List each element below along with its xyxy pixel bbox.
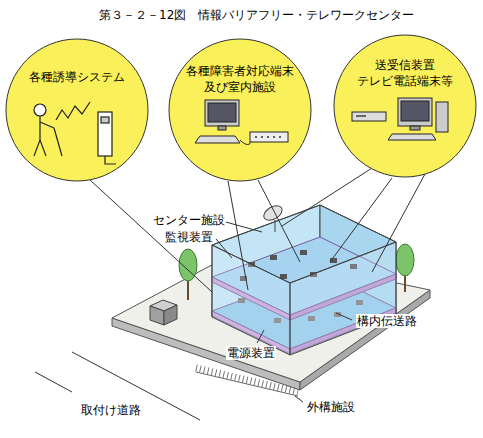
illustration-part <box>356 115 366 117</box>
illustration-part <box>40 140 46 156</box>
part-label: 外構施設 <box>306 400 356 414</box>
left-tree <box>179 249 197 300</box>
illustration-part <box>222 221 262 232</box>
accessible-terminal-icon <box>195 100 288 145</box>
callout-circle: 各種障害者対応端末 及び室内施設 <box>168 38 312 182</box>
illustration-part <box>164 305 177 325</box>
access-road <box>35 352 200 420</box>
outer-fence <box>196 368 298 396</box>
part-label: センター施設 <box>152 213 226 227</box>
circle-shape <box>334 35 476 177</box>
illustration-part <box>205 100 239 126</box>
illustration-part <box>56 102 90 120</box>
circle-outline <box>168 38 312 182</box>
illustration-part <box>295 396 303 402</box>
illustration-part <box>255 136 281 138</box>
illustration-part <box>257 330 264 343</box>
circle-caption: 各種障害者対応端末 及び室内施設 <box>178 64 302 95</box>
circle-outline <box>5 38 149 182</box>
part-label: 監視装置 <box>164 230 214 244</box>
illustration-part <box>279 136 281 138</box>
illustration-part <box>396 244 414 276</box>
illustration-part <box>261 203 284 223</box>
part-label: 取付け道路 <box>80 403 142 417</box>
guidance-system-icon <box>34 102 116 164</box>
illustration-part <box>267 136 269 138</box>
right-tree <box>396 244 414 292</box>
illustration-part <box>34 140 40 156</box>
figure-title: 第３－２－12図 情報バリアフリー・テレワークセンター <box>98 8 415 22</box>
illustration-part <box>398 98 432 126</box>
illustration-part <box>261 136 263 138</box>
illustration-part <box>258 180 300 262</box>
videophone-terminal-icon <box>352 98 448 140</box>
circle-caption: 各種誘導システム <box>15 70 139 86</box>
illustration-part <box>216 239 232 258</box>
illustration-part <box>150 306 164 325</box>
circle-shape <box>169 39 311 181</box>
illustration-part <box>101 117 109 123</box>
illustration-part <box>352 112 386 121</box>
illustration-part <box>250 132 288 142</box>
illustration-part <box>228 181 248 290</box>
illustration-part <box>282 168 372 226</box>
power-equipment <box>150 300 177 325</box>
illustration-part <box>273 136 275 138</box>
illustration-part <box>35 372 72 392</box>
illustration-part <box>40 122 54 128</box>
illustration-part <box>401 101 429 121</box>
part-label: 構内伝送路 <box>356 314 418 328</box>
illustration-part <box>330 178 392 262</box>
illustration-part <box>300 250 307 255</box>
illustration-part <box>218 126 226 130</box>
illustration-part <box>195 136 240 143</box>
satellite-dish <box>261 203 284 232</box>
illustration-part <box>72 352 200 420</box>
illustration-part <box>270 255 277 260</box>
part-label: 電源装置 <box>226 346 276 360</box>
illustration-part <box>105 156 116 164</box>
illustration-part <box>54 128 62 156</box>
leader-lines <box>90 168 425 402</box>
illustration-part <box>275 220 276 232</box>
illustration-part <box>290 242 396 355</box>
illustration-part <box>98 112 112 156</box>
callout-circle: 各種誘導システム <box>5 38 149 182</box>
illustration-part <box>388 134 436 140</box>
building <box>212 205 396 355</box>
illustration-part <box>208 103 236 122</box>
illustration-part <box>255 136 257 138</box>
illustration-part <box>212 245 290 355</box>
illustration-part <box>372 174 425 272</box>
illustration-part <box>39 116 40 140</box>
illustration-part <box>196 368 298 392</box>
illustration-part <box>34 104 46 116</box>
circle-caption: 送受信装置 テレビ電話端末等 <box>343 58 467 89</box>
circle-shape <box>6 39 148 181</box>
illustration-part <box>196 372 298 396</box>
illustration-part <box>336 313 352 320</box>
illustration-part <box>410 126 420 130</box>
illustration-part <box>436 102 448 132</box>
